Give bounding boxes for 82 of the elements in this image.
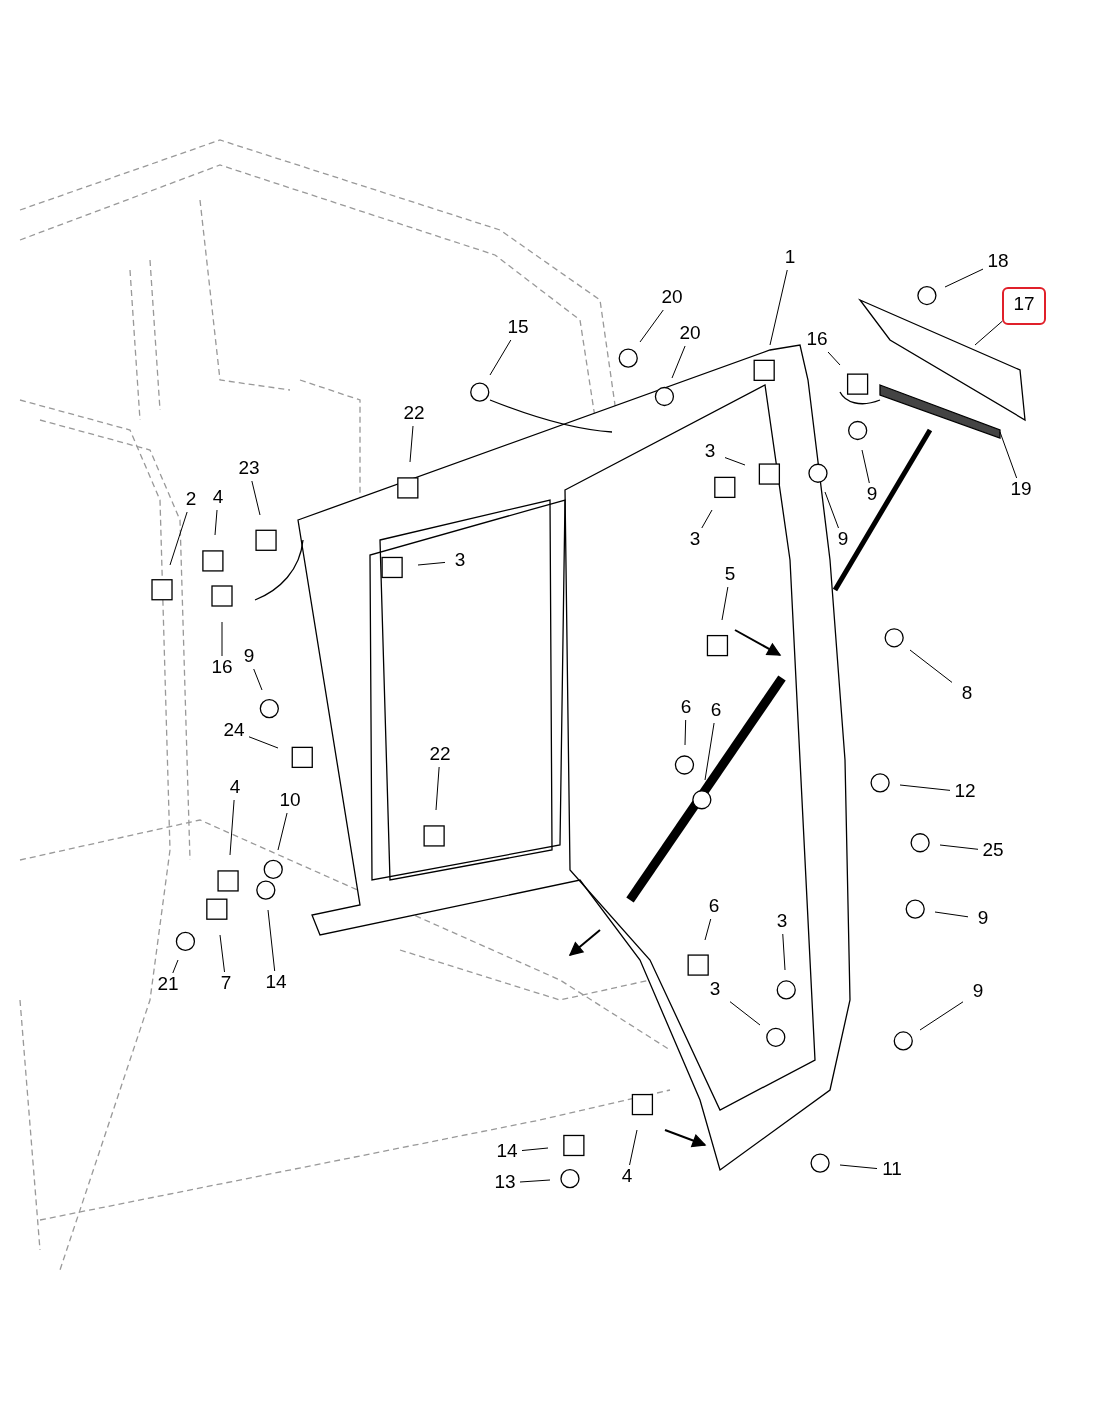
callout-number: 3 xyxy=(700,978,730,1002)
leader-line xyxy=(267,909,276,972)
callout-number: 7 xyxy=(211,972,241,996)
leader-line xyxy=(277,812,288,851)
callout-number: 9 xyxy=(234,645,264,669)
callout-number: 20 xyxy=(657,286,687,310)
leader-line xyxy=(251,480,261,516)
callout-number: 9 xyxy=(963,980,993,1004)
callout-number: 13 xyxy=(490,1171,520,1195)
callout-number: 24 xyxy=(219,719,249,743)
callout-number: 8 xyxy=(952,682,982,706)
leader-line xyxy=(999,431,1018,479)
leader-line xyxy=(519,1179,551,1183)
callout-number: 1 xyxy=(775,246,805,270)
leader-line xyxy=(169,511,188,566)
callout-number: 18 xyxy=(983,250,1013,274)
leader-line xyxy=(701,509,713,529)
callout-number: 22 xyxy=(425,743,455,767)
callout-number: 3 xyxy=(767,910,797,934)
leader-line xyxy=(934,911,969,918)
leader-line xyxy=(721,586,729,621)
leader-line xyxy=(221,621,223,657)
highlighted-callout-number: 17 xyxy=(1002,287,1046,325)
leader-line xyxy=(839,1164,878,1170)
leader-line xyxy=(919,1001,964,1031)
leader-line xyxy=(704,918,712,941)
leader-line xyxy=(409,425,414,463)
leader-line xyxy=(824,491,839,529)
callout-number: 9 xyxy=(828,528,858,552)
callout-number: 11 xyxy=(877,1158,907,1182)
callout-number: 3 xyxy=(680,528,710,552)
leader-line xyxy=(939,844,979,850)
leader-line xyxy=(827,351,841,366)
callout-number: 22 xyxy=(399,402,429,426)
leader-line xyxy=(899,784,951,791)
leader-line xyxy=(729,1001,761,1026)
callout-number: 6 xyxy=(699,895,729,919)
callout-number: 3 xyxy=(695,440,725,464)
leader-line xyxy=(214,509,218,536)
callout-number: 20 xyxy=(675,322,705,346)
callout-number: 2 xyxy=(176,488,206,512)
leader-line xyxy=(229,799,235,856)
callout-number: 3 xyxy=(445,549,475,573)
callout-number: 12 xyxy=(950,780,980,804)
leader-line xyxy=(724,457,746,466)
callout-number: 14 xyxy=(492,1140,522,1164)
leader-line xyxy=(782,933,786,971)
callout-number: 16 xyxy=(207,656,237,680)
leader-line xyxy=(629,1129,638,1166)
leader-line xyxy=(704,722,715,781)
callout-number: 21 xyxy=(153,973,183,997)
leader-line xyxy=(219,934,226,973)
leader-line xyxy=(861,449,870,484)
leader-line xyxy=(435,766,440,811)
callout-number: 15 xyxy=(503,316,533,340)
leader-line xyxy=(253,668,263,691)
leader-line xyxy=(417,561,446,566)
callout-number: 4 xyxy=(203,486,233,510)
callout-number: 9 xyxy=(857,483,887,507)
leader-line xyxy=(248,736,279,749)
callout-number: 6 xyxy=(671,696,701,720)
callout-number: 5 xyxy=(715,563,745,587)
leader-line xyxy=(671,345,686,379)
callout-number: 6 xyxy=(701,699,731,723)
callout-number: 4 xyxy=(612,1165,642,1189)
leader-line xyxy=(521,1147,549,1152)
callout-number: 23 xyxy=(234,457,264,481)
callout-number: 9 xyxy=(968,907,998,931)
callout-number: 25 xyxy=(978,839,1008,863)
callout-number: 4 xyxy=(220,776,250,800)
leader-line xyxy=(684,719,687,746)
callout-number: 14 xyxy=(261,971,291,995)
callout-number: 19 xyxy=(1006,478,1036,502)
callout-number: 16 xyxy=(802,328,832,352)
leader-line xyxy=(909,649,953,683)
leader-line xyxy=(639,309,664,343)
leader-line xyxy=(944,268,984,288)
leader-line xyxy=(172,959,179,974)
leader-line xyxy=(489,339,512,376)
leader-line xyxy=(974,320,1003,346)
leader-line xyxy=(769,269,788,346)
callout-number: 10 xyxy=(275,789,305,813)
